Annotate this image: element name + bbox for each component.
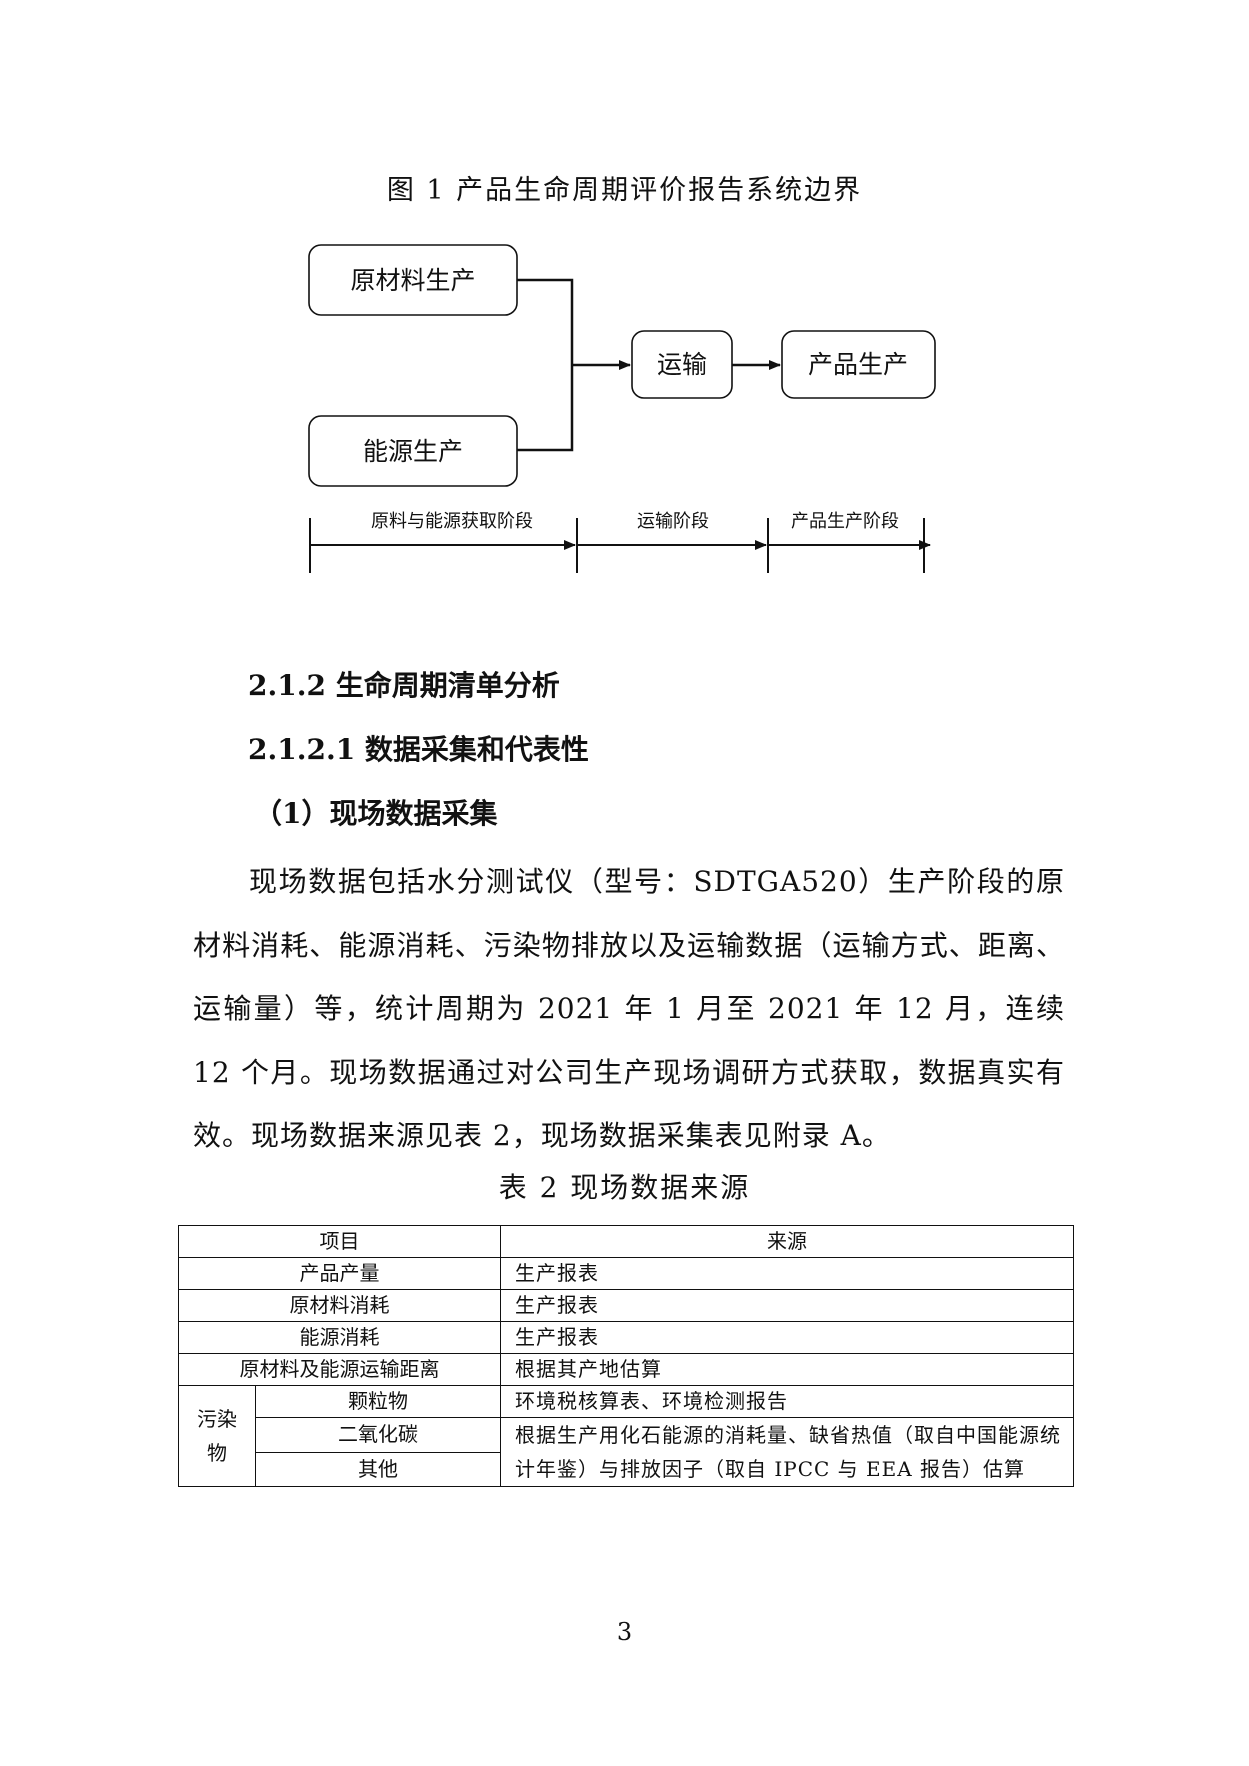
stage-label-production: 产品生产阶段: [791, 511, 899, 532]
node-raw-label: 原材料生产: [350, 266, 475, 295]
node-energy-label: 能源生产: [363, 437, 463, 466]
row-item: 产品产量: [178, 1257, 501, 1290]
stage-axis: [309, 518, 931, 573]
section-heading-data-collection: 2.1.2.1 数据采集和代表性: [248, 733, 589, 766]
row-item: 能源消耗: [178, 1321, 501, 1354]
table-row: 原材料消耗 生产报表: [178, 1289, 1074, 1322]
header-item: 项目: [178, 1225, 501, 1258]
pollutant-group-label: 污染物: [178, 1385, 256, 1487]
row-source: 生产报表: [500, 1257, 1074, 1290]
section-heading-site-data: （1）现场数据采集: [254, 797, 498, 830]
table-row: 二氧化碳 根据生产用化石能源的消耗量、缺省热值（取自中国能源统计年鉴）与排放因子…: [179, 1417, 1074, 1487]
row-item: 二氧化碳: [255, 1417, 501, 1453]
row-source: 根据其产地估算: [500, 1353, 1074, 1386]
section-heading-inventory: 2.1.2 生命周期清单分析: [248, 669, 560, 702]
node-raw-material-production: 原材料生产: [308, 244, 518, 316]
row-source: 环境税核算表、环境检测报告: [500, 1385, 1074, 1418]
node-energy-production: 能源生产: [308, 415, 518, 487]
flow-connectors: [517, 278, 781, 452]
table-row: 能源消耗 生产报表: [178, 1321, 1074, 1354]
page-number: 3: [616, 1618, 633, 1646]
node-product-production: 产品生产: [781, 330, 936, 399]
row-item: 其他: [255, 1451, 501, 1487]
figure-title: 图 1 产品生命周期评价报告系统边界: [386, 175, 863, 206]
system-boundary-diagram: 原材料生产 能源生产 运输 产品生产 原料与能源获取阶段 运输阶段 产品生产阶段: [308, 244, 936, 573]
row-item: 原材料消耗: [178, 1289, 501, 1322]
row-source: 生产报表: [500, 1289, 1074, 1322]
table-row: 污染物 颗粒物 环境税核算表、环境检测报告: [178, 1385, 1074, 1487]
row-source: 根据生产用化石能源的消耗量、缺省热值（取自中国能源统计年鉴）与排放因子（取自 I…: [500, 1417, 1074, 1487]
data-source-table: 项目 来源 产品产量 生产报表 原材料消耗 生产报表 能源消耗 生产报表 原材料…: [178, 1225, 1074, 1487]
table-row: 产品产量 生产报表: [178, 1257, 1074, 1290]
table-row: 其他: [179, 1451, 1074, 1487]
stage-label-acquisition: 原料与能源获取阶段: [371, 511, 533, 532]
table-title: 表 2 现场数据来源: [498, 1171, 751, 1204]
header-source: 来源: [500, 1225, 1074, 1258]
row-item: 原材料及能源运输距离: [178, 1353, 501, 1386]
table-row: 原材料及能源运输距离 根据其产地估算: [178, 1353, 1074, 1386]
table-header-row: 项目 来源: [178, 1225, 1074, 1258]
stage-label-transport: 运输阶段: [637, 511, 709, 532]
row-item: 颗粒物: [255, 1385, 501, 1418]
node-transport-label: 运输: [657, 350, 707, 379]
row-source: 生产报表: [500, 1321, 1074, 1354]
node-product-label: 产品生产: [808, 350, 908, 379]
node-transport: 运输: [631, 330, 733, 399]
body-paragraph: 现场数据包括水分测试仪（型号：SDTGA520）生产阶段的原材料消耗、能源消耗、…: [193, 865, 1065, 1152]
